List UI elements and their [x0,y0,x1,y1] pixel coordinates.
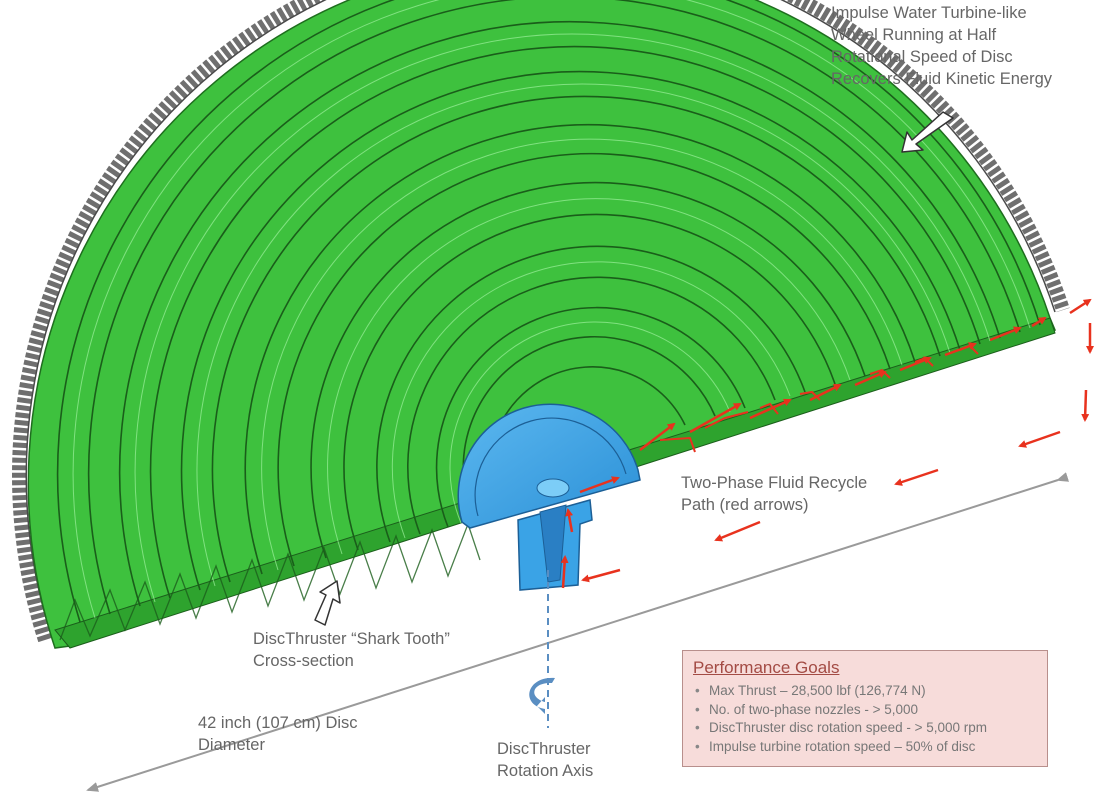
red-arrow-icon [714,520,761,542]
diameter-label: 42 inch (107 cm) Disc Diameter [198,714,358,754]
performance-goals-title: Performance Goals [693,658,840,677]
list-item: Impulse turbine rotation speed – 50% of … [693,738,1037,757]
hub-shaft-slot [539,504,567,583]
hollow-arrow-icon [314,580,341,626]
fluid-path-label: Two-Phase Fluid Recycle Path (red arrows… [681,474,868,514]
red-arrow-icon [1031,316,1047,328]
red-arrow-icon [1081,389,1090,422]
performance-goals-list: Max Thrust – 28,500 lbf (126,774 N) No. … [693,682,1037,756]
fluid-recycle-arrows [560,298,1094,589]
red-arrow-icon [565,508,574,533]
cross-section-red-arrows [659,344,979,453]
red-arrow-icon [579,476,620,494]
red-arrow-icon [581,568,621,583]
hollow-arrow-icon [901,111,954,153]
red-arrow-icon [899,356,932,372]
red-arrow-icon [560,555,569,589]
hub-cup [536,478,570,498]
disc-ring-highlights [72,0,1031,619]
list-item: Max Thrust – 28,500 lbf (126,774 N) [693,682,1037,701]
shark-tooth-profile [59,522,481,641]
list-item: No. of two-phase nozzles - > 5,000 [693,701,1037,720]
red-arrow-icon [809,383,842,402]
red-arrow-icon [689,402,742,434]
red-arrow-icon [749,398,792,420]
disc-rings [56,0,1041,623]
red-arrow-icon [639,422,676,451]
red-arrow-icon [854,370,887,387]
rotation-axis-label: DiscThruster Rotation Axis [497,740,594,780]
red-arrow-icon [989,326,1022,342]
impulse-turbine-ring-edge [25,0,1056,639]
red-arrow-icon [894,468,939,486]
impulse-turbine-ring [11,0,1070,643]
shark-tooth-label: DiscThruster “Shark Tooth” Cross-section [253,630,450,670]
turbine-label: Impulse Water Turbine-like Wheel Running… [831,4,1053,88]
red-arrow-icon [1018,430,1061,448]
performance-goals-box: Performance Goals Max Thrust – 28,500 lb… [682,650,1048,767]
red-arrow-icon [1069,298,1092,315]
diameter-arrow [86,472,1070,792]
hub-inner-ring [474,417,627,517]
rotation-arrow-icon [529,677,555,714]
list-item: DiscThruster disc rotation speed - > 5,0… [693,719,1037,738]
